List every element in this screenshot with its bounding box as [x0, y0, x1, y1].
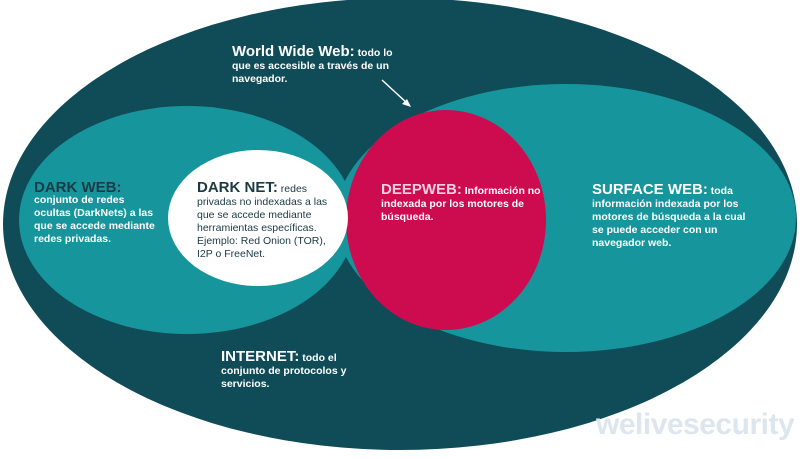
internet-label: INTERNET: todo el conjunto de protocolos…	[221, 348, 347, 390]
dark-net-ellipse	[168, 150, 348, 286]
arrow-icon	[381, 79, 411, 107]
watermark-logo: welivesecurity	[596, 408, 795, 441]
surface-web-label: SURFACE WEB: toda información indexada p…	[592, 181, 746, 249]
deep-web-label: DEEPWEB: Información no indexada por los…	[381, 181, 541, 223]
deep-web-circle	[346, 110, 546, 330]
dark-web-label: DARK WEB: conjunto de redes ocultas (Dar…	[34, 179, 155, 245]
www-label: World Wide Web: todo lo que es accesible…	[232, 43, 393, 85]
dark-net-label: DARK NET: redes privadas no indexadas a …	[197, 179, 328, 260]
